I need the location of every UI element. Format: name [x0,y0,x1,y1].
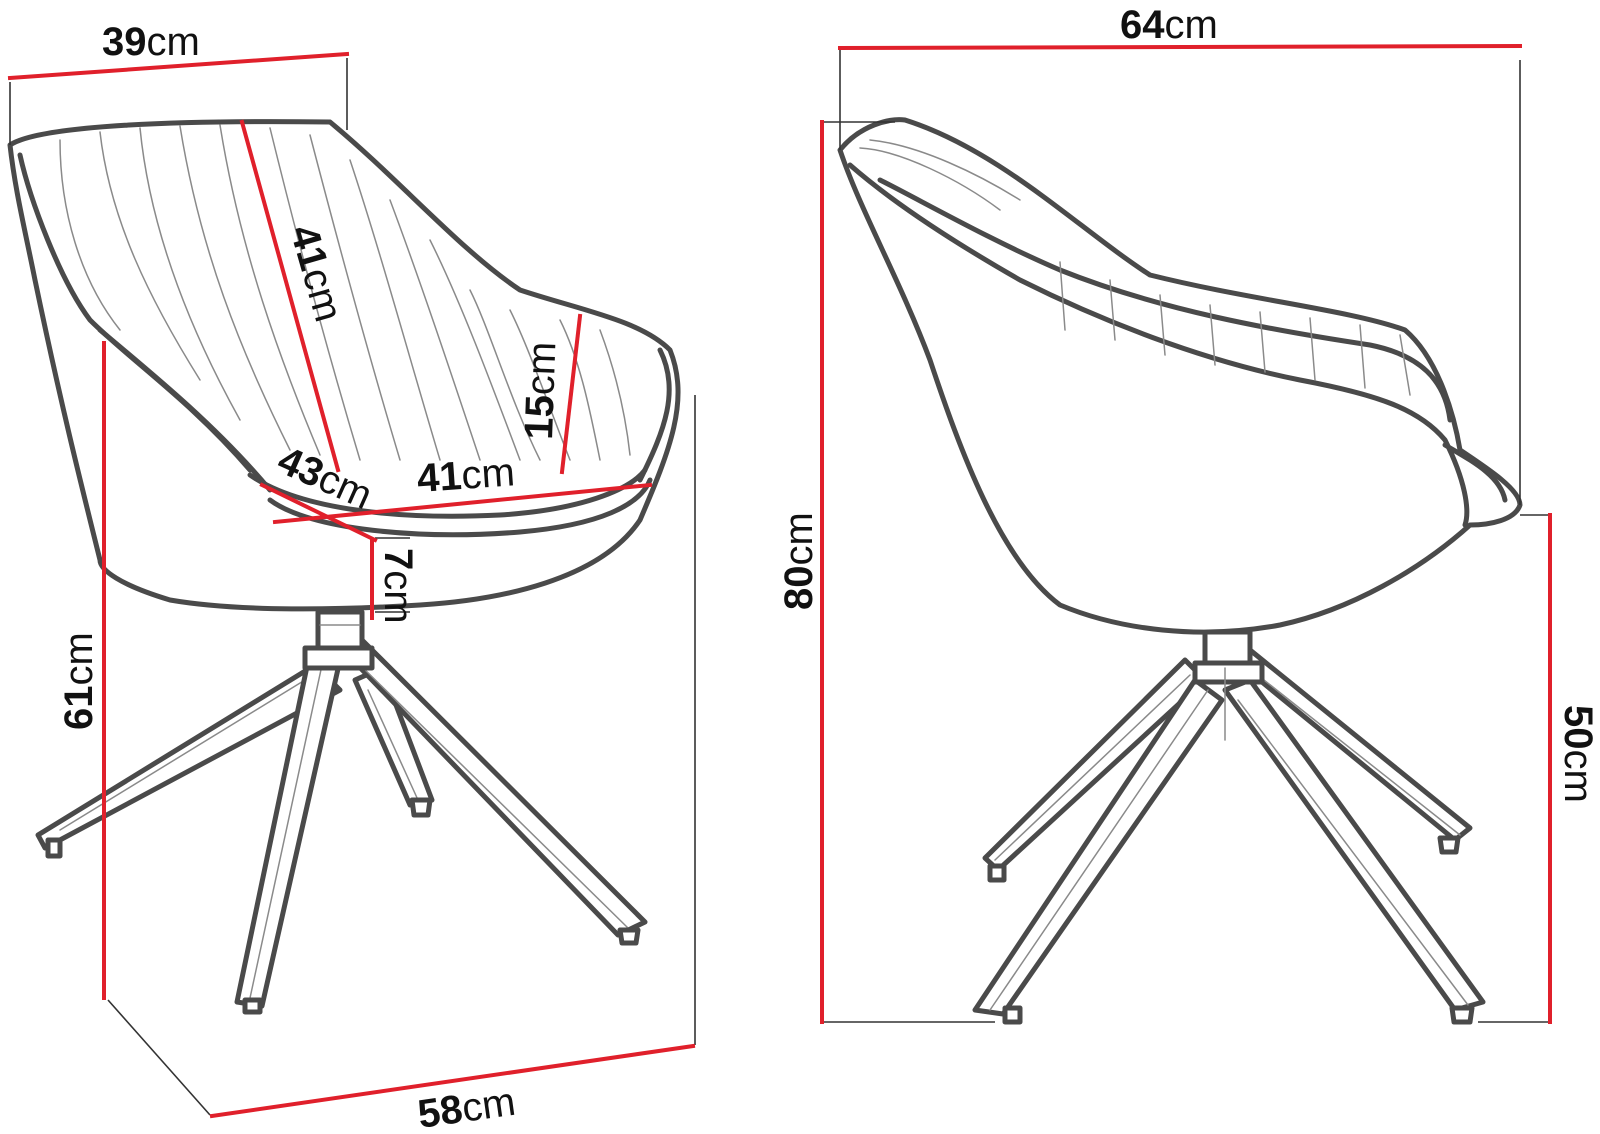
dim-line-backrest-height [239,119,341,473]
side-front-leg-left [972,677,1225,1025]
dim-line-seat-depth [259,482,378,543]
dim-line-backrest-width [7,51,350,81]
label-armrest-height: 15cm [517,341,564,440]
dim-line-total-depth [837,43,1523,51]
front-front-leg-right [342,637,648,946]
label-total-depth: 64cm [1120,3,1218,47]
label-seat-thickness: 7cm [376,548,420,624]
front-shell [7,119,681,612]
front-swivel-post [302,609,375,671]
side-shell [837,117,1523,635]
side-swivel-post [1192,629,1265,741]
side-view-chair [837,117,1523,1025]
dim-line-seat-width [272,482,653,525]
label-seat-height: 50cm [1556,705,1600,803]
label-total-width: 58cm [415,1080,518,1134]
label-seat-width: 41cm [416,450,517,501]
dimension-lines [7,43,1552,1119]
label-backrest-width: 39cm [102,20,200,64]
front-rear-leg-right [352,665,435,818]
front-view-chair [7,119,681,1015]
dim-line-total-width [209,1043,696,1119]
label-armrest-floor-height: 61cm [57,632,101,730]
guide-lines [9,50,1550,1116]
dim-line-armrest-height [559,313,583,475]
label-total-height: 80cm [777,512,821,610]
